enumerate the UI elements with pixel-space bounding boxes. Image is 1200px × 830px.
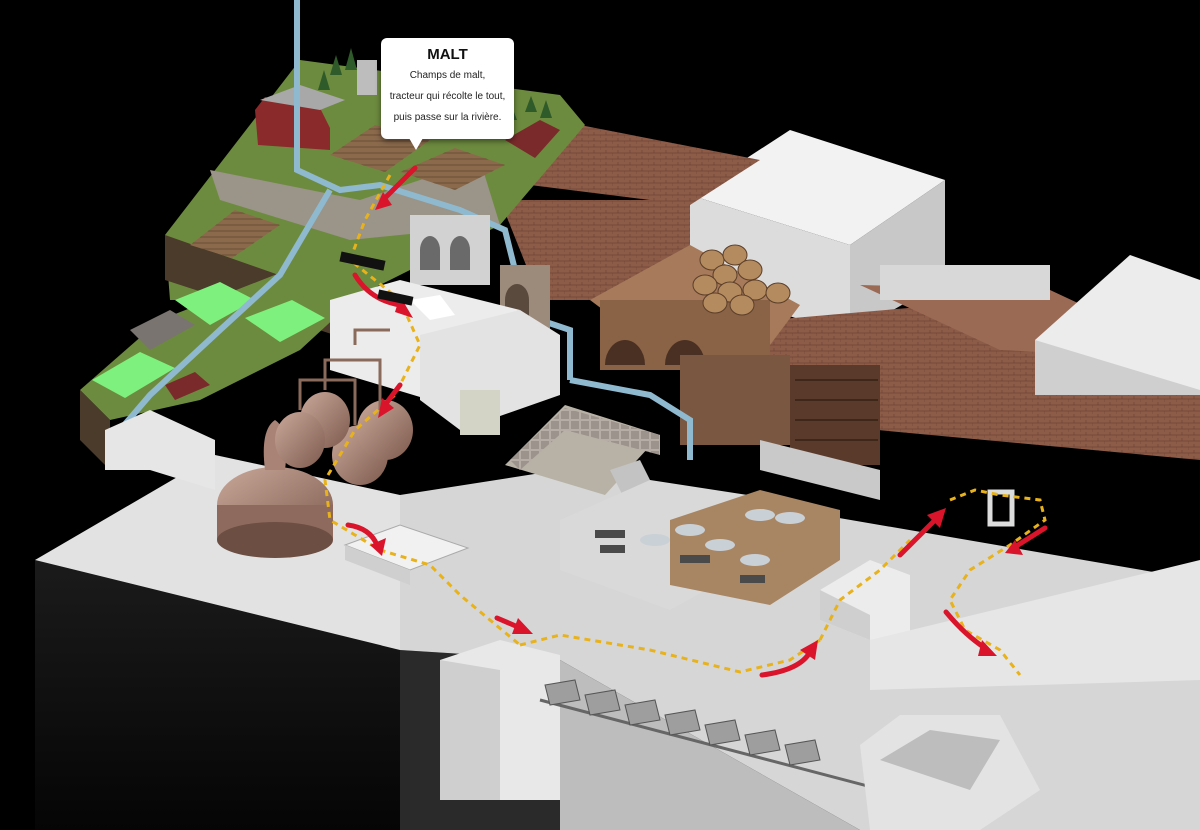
right-structures (820, 489, 1200, 690)
flow-arrows (345, 165, 1048, 678)
front-block (440, 640, 560, 800)
copper-stills (217, 328, 413, 558)
callout-line-2: tracteur qui récolte le tout, (389, 91, 506, 102)
arrow-8-head (1005, 540, 1023, 555)
arrow-1-head (375, 192, 392, 210)
wooden-shelving (680, 355, 880, 500)
arrow-7-head (927, 508, 946, 528)
callout-line-1: Champs de malt, (409, 70, 486, 81)
arrow-5-head (512, 618, 533, 634)
cafe-terrace (560, 480, 840, 610)
callout-line-3: puis passe sur la rivière. (393, 112, 502, 123)
arrow-4-head (370, 538, 386, 556)
arrow-5 (494, 615, 521, 630)
front-right-pit (860, 715, 1040, 830)
black-gates (339, 251, 414, 306)
mine-carts (539, 679, 941, 807)
arrow-8 (1015, 525, 1048, 548)
arrow-2 (352, 272, 403, 308)
process-blocks (105, 280, 560, 490)
malt-callout: MALT Champs de malt, tracteur qui récolt… (381, 38, 514, 150)
right-white-block (1035, 255, 1200, 395)
arrow-1 (382, 165, 418, 201)
arrow-4 (345, 522, 380, 548)
white-warehouse-block (690, 130, 945, 335)
arrow-9-head (978, 640, 997, 656)
arrow-7 (897, 517, 938, 558)
arrow-3-head (378, 398, 394, 418)
arrow-6-head (800, 640, 818, 660)
green-fields (92, 282, 325, 398)
farm-buildings (130, 60, 560, 400)
cooling-tanks (343, 524, 470, 585)
callout-title: MALT (427, 46, 468, 63)
flow-path (323, 174, 1047, 676)
callout-body: Champs de malt, tracteur qui récolte le … (381, 65, 514, 128)
arrow-3 (382, 382, 403, 408)
